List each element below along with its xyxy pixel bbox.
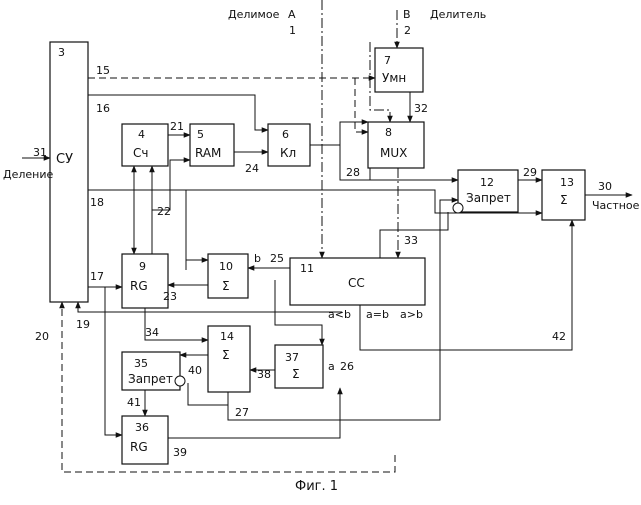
wire-22 — [152, 160, 190, 210]
label-l16: 16 — [96, 102, 110, 115]
label-l32: 32 — [414, 102, 428, 115]
wire-kl-mux — [310, 122, 368, 145]
block-11-name: CC — [348, 276, 365, 290]
label-a-letter: A — [288, 8, 296, 21]
block-7: 7 Умн — [375, 48, 423, 92]
label-b: b — [254, 252, 261, 265]
figure-caption: Фиг. 1 — [295, 479, 338, 494]
wire-mux-side — [370, 168, 380, 180]
block-7-num: 7 — [384, 54, 391, 67]
block-6: 6 Кл — [268, 124, 310, 166]
label-l19: 19 — [76, 318, 90, 331]
label-quotient: Частное — [592, 199, 640, 212]
block-37-name: Σ — [292, 367, 300, 381]
label-l39: 39 — [173, 446, 187, 459]
block-12-name: Запрет — [466, 191, 511, 205]
block-8-name: MUX — [380, 146, 407, 160]
block-14: 14 Σ — [208, 326, 250, 392]
label-l33: 33 — [404, 234, 418, 247]
block-3-name: СУ — [56, 152, 73, 167]
label-l34: 34 — [145, 326, 159, 339]
wire-15-mux — [355, 78, 368, 132]
label-l25: 25 — [270, 252, 284, 265]
block-4-name: Сч — [133, 146, 148, 160]
block-13-name: Σ — [560, 193, 568, 207]
block-8-num: 8 — [385, 126, 392, 139]
block-10-num: 10 — [219, 260, 233, 273]
label-l22: 22 — [157, 205, 171, 218]
block-37-num: 37 — [285, 351, 299, 364]
label-l23: 23 — [163, 290, 177, 303]
label-b-num: 2 — [404, 24, 411, 37]
block-13: 13 Σ — [542, 170, 585, 220]
block-36-num: 36 — [135, 421, 149, 434]
label-dividend: Делимое — [228, 8, 280, 21]
block-9-name: RG — [130, 279, 148, 293]
label-input-name: Деление — [3, 168, 54, 181]
label-l27: 27 — [235, 406, 249, 419]
block-4-num: 4 — [138, 128, 145, 141]
label-l29: 29 — [523, 166, 537, 179]
block-5-num: 5 — [197, 128, 204, 141]
block-35: 35 Запрет — [122, 352, 185, 390]
label-l24: 24 — [245, 162, 259, 175]
block-9-num: 9 — [139, 260, 146, 273]
label-l26: 26 — [340, 360, 354, 373]
wire-17-rg36 — [105, 287, 122, 435]
block-5-name: RAM — [195, 146, 221, 160]
block-36: 36 RG — [122, 416, 168, 464]
label-b-letter: B — [403, 8, 411, 21]
label-l28: 28 — [346, 166, 360, 179]
block-4: 4 Сч — [122, 124, 168, 166]
wire-39 — [168, 388, 340, 438]
block-3: 3 СУ — [50, 42, 88, 302]
block-11-num: 11 — [300, 262, 314, 275]
label-line20: 20 — [35, 330, 49, 343]
block-12: 12 Запрет — [453, 170, 518, 213]
label-a: a — [328, 360, 335, 373]
label-a-num: 1 — [289, 24, 296, 37]
label-output-num: 30 — [598, 180, 612, 193]
label-l40: 40 — [188, 364, 202, 377]
label-l42: 42 — [552, 330, 566, 343]
label-l15: 15 — [96, 64, 110, 77]
block-12-num: 12 — [480, 176, 494, 189]
block-14-name: Σ — [222, 348, 230, 362]
wires — [22, 0, 632, 472]
block-14-num: 14 — [220, 330, 234, 343]
label-l38: 38 — [257, 368, 271, 381]
label-input-num: 31 — [33, 146, 47, 159]
label-agtb: a>b — [400, 308, 423, 321]
block-37: 37 Σ — [275, 345, 323, 388]
label-l18: 18 — [90, 196, 104, 209]
block-5: 5 RAM — [190, 124, 234, 166]
block-6-name: Кл — [280, 146, 296, 160]
label-l41: 41 — [127, 396, 141, 409]
block-13-num: 13 — [560, 176, 574, 189]
block-35-num: 35 — [134, 357, 148, 370]
block-35-name: Запрет — [128, 372, 173, 386]
block-3-num: 3 — [58, 46, 65, 59]
block-9: 9 RG — [122, 254, 168, 308]
block-36-name: RG — [130, 440, 148, 454]
label-divisor: Делитель — [430, 8, 486, 21]
block-10-name: Σ — [222, 279, 230, 293]
label-aeqb: a=b — [366, 308, 389, 321]
block-11: 11 CC — [290, 258, 425, 305]
block-7-name: Умн — [382, 71, 406, 85]
label-altb: a<b — [328, 308, 351, 321]
label-l17: 17 — [90, 270, 104, 283]
block-8: 8 MUX — [368, 122, 424, 168]
block-6-num: 6 — [282, 128, 289, 141]
label-l21: 21 — [170, 120, 184, 133]
block-10: 10 Σ — [208, 254, 248, 298]
